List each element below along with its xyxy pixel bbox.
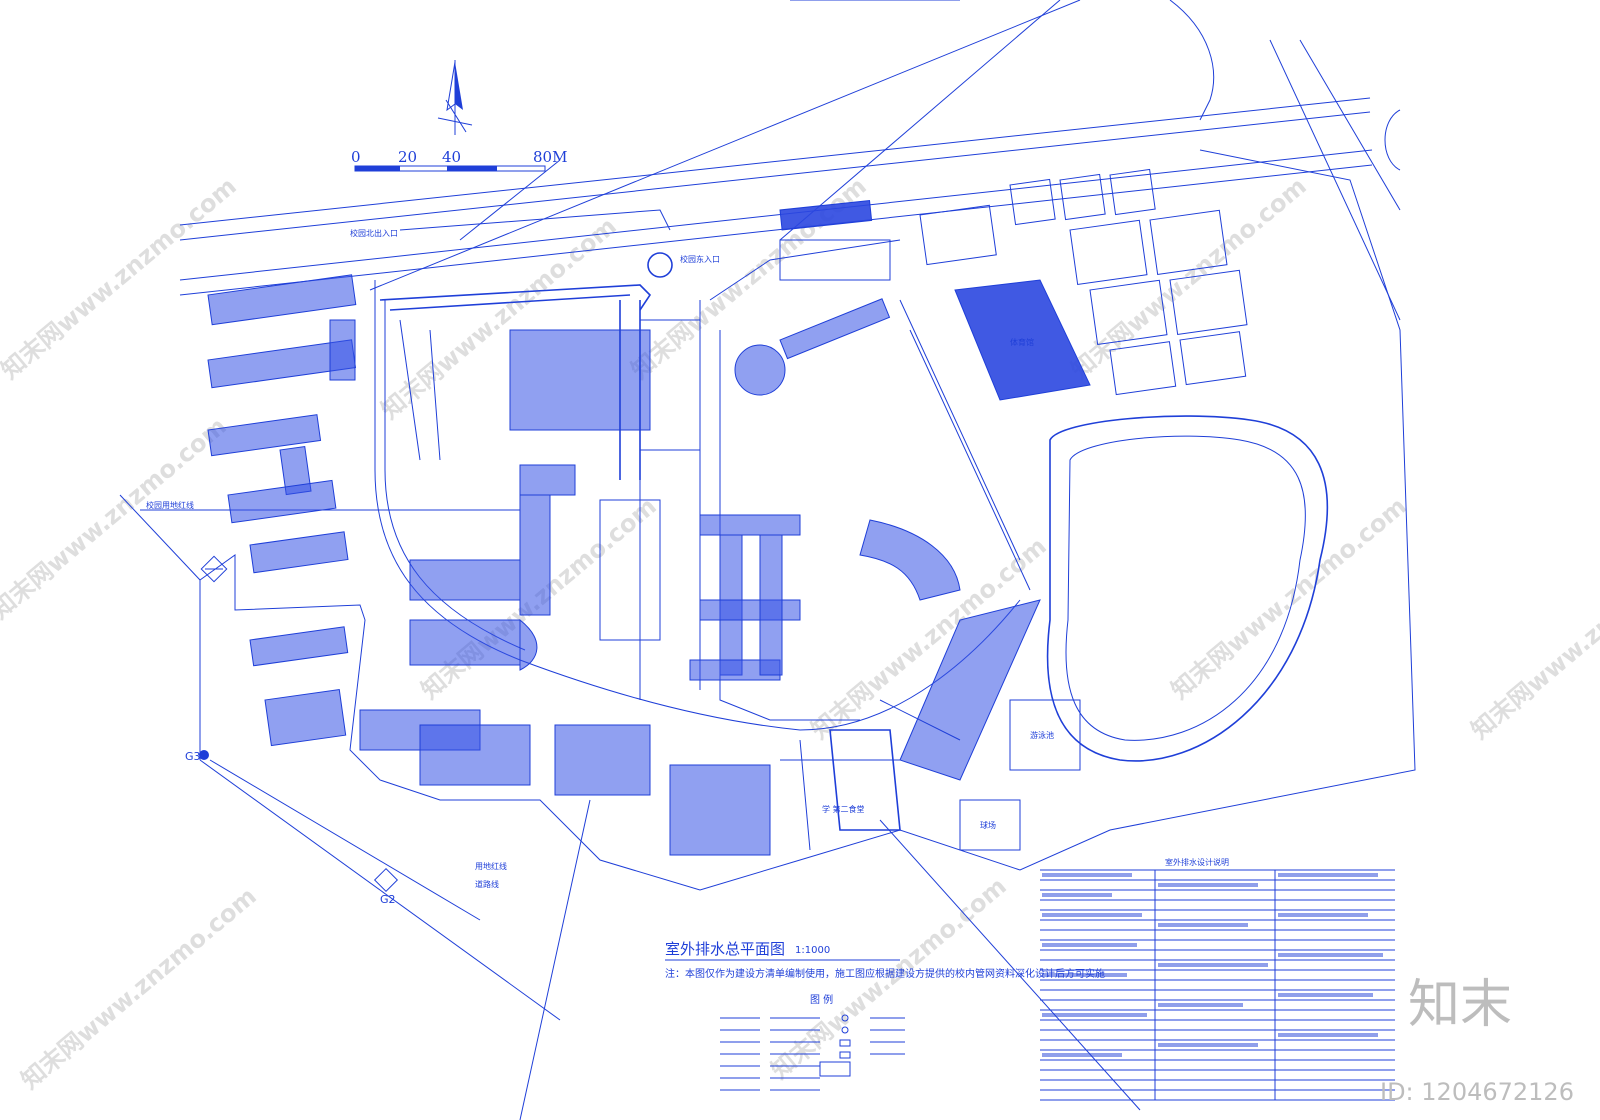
brand-id: ID: 1204672126	[1380, 1078, 1574, 1106]
road-lines	[119, 0, 1401, 1120]
watermark: 知末网www.znzmo.com	[1066, 172, 1312, 385]
title-main: 室外排水总平面图	[665, 940, 785, 958]
title-scale: 1:1000	[795, 945, 830, 956]
watermark: 知末网www.znzmo.com	[0, 172, 242, 385]
north-arrow-icon	[437, 60, 473, 135]
central-buildings	[359, 200, 961, 856]
brand-watermark: 知末 ID: 1204672126	[1380, 975, 1574, 1106]
drawing-note: 注：本图仅作为建设方清单编制使用，施工图应根据建设方提供的校内管网资料深化设计后…	[665, 967, 1105, 980]
sports-area	[899, 168, 1329, 851]
scale-label-80: 80M	[533, 148, 567, 166]
spec-heading: 室外排水设计说明	[1165, 857, 1229, 867]
scale-label-0: 0	[351, 148, 361, 166]
marker-g2: G2	[380, 893, 396, 906]
west-buildings	[207, 274, 357, 747]
scale-label-20: 20	[398, 148, 417, 166]
site-labels: 校园北出入口 校园东入口 校园用地红线 用地红线 道路线 学 第二食堂 体育馆 …	[146, 228, 1054, 889]
watermark: 知末网www.znzmo.com	[1166, 492, 1412, 705]
label-boundary-red-line: 校园用地红线	[146, 500, 194, 510]
label-land-red-line: 用地红线	[475, 861, 507, 871]
legend: 图 例	[720, 993, 905, 1091]
scale-bar: 0 20 40 80M	[351, 148, 567, 172]
legend-heading: 图 例	[810, 993, 833, 1006]
scale-label-40: 40	[442, 148, 461, 166]
label-cafeteria: 学 第二食堂	[822, 804, 865, 814]
drainage-network	[379, 209, 961, 851]
spec-table: 室外排水设计说明	[1040, 857, 1395, 1101]
label-campus-north-entrance: 校园北出入口	[350, 228, 398, 238]
control-markers: G3 G2	[185, 555, 399, 906]
watermark: 知末网www.znzmo.com	[16, 882, 262, 1095]
drawing-title: 室外排水总平面图 1:1000 注：本图仅作为建设方清单编制使用，施工图应根据建…	[665, 940, 1105, 980]
label-pool: 游泳池	[1030, 730, 1054, 740]
label-east-entrance: 校园东入口	[680, 254, 720, 264]
brand-logo: 知末	[1408, 975, 1512, 1035]
marker-g3: G3	[185, 750, 201, 763]
label-gym: 体育馆	[1010, 337, 1034, 347]
label-road-line: 道路线	[475, 879, 499, 889]
label-court: 球场	[980, 820, 996, 830]
campus-boundary	[199, 149, 1416, 891]
watermark: 知末网www.znzmo.com	[1466, 532, 1600, 745]
watermark: 知末网www.znzmo.com	[0, 412, 232, 625]
